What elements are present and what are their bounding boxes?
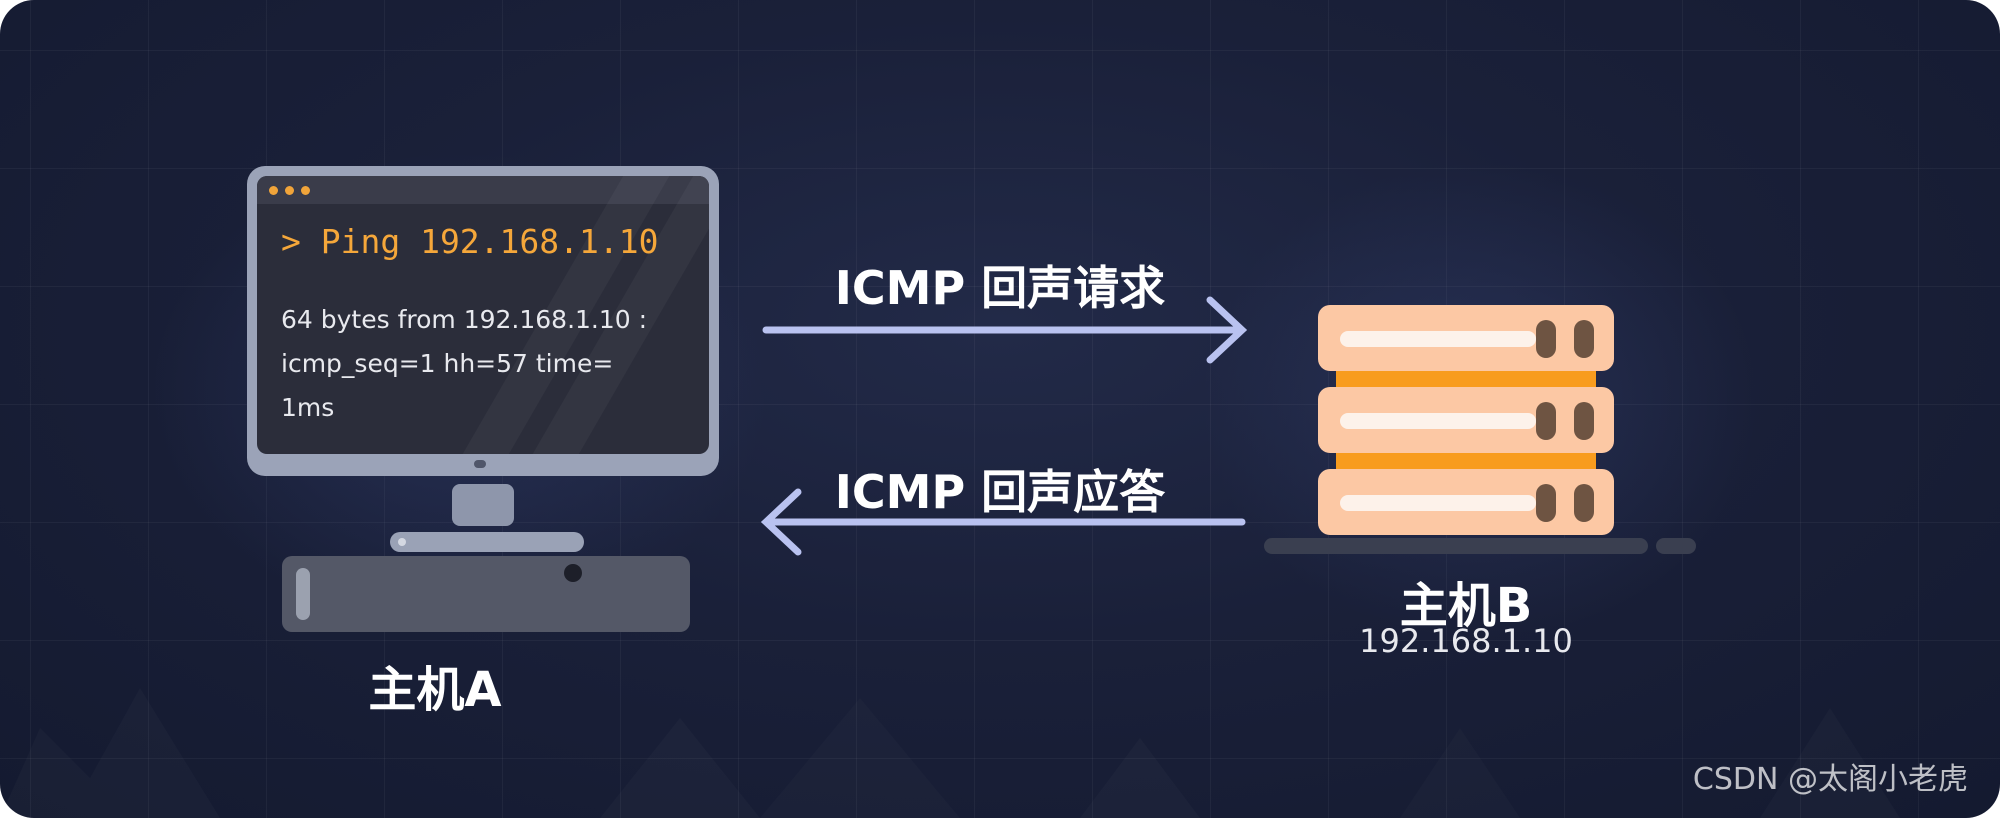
echo-request-label: ICMP 回声请求 bbox=[834, 261, 1166, 315]
server-shelf-segment bbox=[1656, 538, 1696, 554]
watermark: CSDN @太阁小老虎 bbox=[1692, 762, 1968, 797]
ping-output: 64 bytes from 192.168.1.10 : icmp_seq=1 … bbox=[281, 298, 701, 430]
ping-output-line: icmp_seq=1 hh=57 time= bbox=[281, 349, 614, 378]
monitor-stand-neck bbox=[452, 484, 514, 526]
terminal-window: > Ping 192.168.1.10 64 bytes from 192.16… bbox=[257, 176, 709, 454]
computer-tower bbox=[282, 556, 690, 632]
tower-drive-slot bbox=[296, 568, 310, 620]
ping-output-line: 64 bytes from 192.168.1.10 : bbox=[281, 305, 648, 334]
monitor-power-indicator bbox=[474, 460, 486, 468]
server-unit bbox=[1318, 469, 1614, 535]
window-dot-icon bbox=[285, 186, 294, 195]
reply-arrow bbox=[760, 488, 1246, 556]
server-connector bbox=[1336, 371, 1596, 389]
window-dot-icon bbox=[269, 186, 278, 195]
host-a-label: 主机A bbox=[368, 662, 502, 718]
ping-output-line: 1ms bbox=[281, 393, 335, 422]
window-dot-icon bbox=[301, 186, 310, 195]
server-unit bbox=[1318, 387, 1614, 453]
host-b-label: 主机B bbox=[1399, 578, 1533, 634]
host-b-ip: 192.168.1.10 bbox=[1359, 622, 1573, 660]
tower-power-button bbox=[564, 564, 582, 582]
desktop-computer-icon: > Ping 192.168.1.10 64 bytes from 192.16… bbox=[247, 166, 719, 476]
server-connector bbox=[1336, 453, 1596, 471]
server-shelf bbox=[1264, 538, 1648, 554]
echo-reply-label: ICMP 回声应答 bbox=[834, 465, 1166, 519]
ping-command: > Ping 192.168.1.10 bbox=[281, 222, 659, 261]
server-unit bbox=[1318, 305, 1614, 371]
request-arrow bbox=[762, 296, 1248, 364]
monitor-stand-base bbox=[390, 532, 584, 552]
terminal-title-bar bbox=[257, 176, 709, 204]
